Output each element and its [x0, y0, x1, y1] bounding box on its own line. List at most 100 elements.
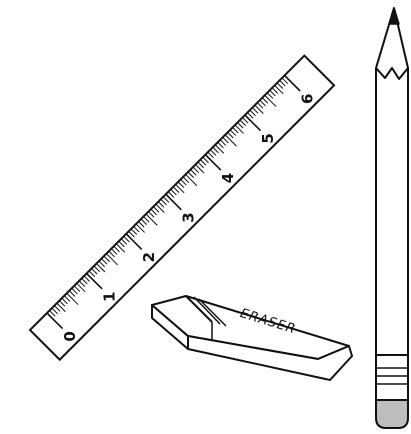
eraser-sleeve-line: [185, 295, 213, 323]
ruler-tick: [177, 181, 185, 188]
ruler-tick: [76, 282, 86, 293]
eraser: ERASER: [151, 295, 353, 381]
ruler-tick: [133, 226, 140, 233]
ruler-tick: [138, 221, 145, 228]
ruler-tick: [66, 292, 79, 305]
ruler-tick: [160, 198, 167, 206]
ruler-tick: [153, 206, 160, 213]
ruler-tick: [101, 258, 108, 265]
ruler-number: 2: [140, 252, 158, 262]
ruler-tick: [123, 235, 130, 243]
ruler-tick: [200, 159, 207, 166]
ruler-tick: [180, 179, 187, 186]
ruler-tick: [190, 169, 197, 176]
ruler-tick: [195, 164, 205, 174]
ruler-tick: [73, 285, 81, 292]
ruler-tick: [61, 297, 68, 305]
ruler-tick: [86, 272, 103, 290]
ruler-tick: [207, 151, 214, 159]
ruler-tick: [172, 186, 180, 193]
ruler-tick: [140, 218, 148, 225]
ruler-tick: [261, 97, 269, 104]
ruler-tick: [157, 201, 165, 208]
pencil-eraser-cap: [375, 399, 409, 429]
pencil-ferrule: [375, 354, 409, 401]
ruler-tick: [170, 188, 177, 196]
ruler-tick: [46, 312, 64, 330]
ruler-tick: [249, 109, 256, 117]
ruler-tick: [229, 129, 237, 136]
ruler-tick: [266, 92, 274, 99]
ruler-tick: [162, 196, 170, 203]
ruler-tick: [120, 238, 128, 245]
ruler-tick: [222, 136, 229, 144]
ruler-tick: [252, 107, 259, 114]
ruler-tick: [51, 307, 58, 315]
ruler-tick: [88, 270, 96, 277]
ruler-tick: [118, 240, 125, 248]
ruler-tick: [197, 161, 204, 169]
ruler-tick: [204, 154, 222, 171]
ruler-tick: [276, 82, 284, 89]
ruler-tick: [130, 228, 138, 235]
ruler-tick: [242, 117, 249, 124]
ruler-tick: [209, 149, 217, 156]
ruler-tick: [115, 243, 126, 253]
ruler-body: [28, 54, 336, 362]
ruler-tick: [63, 295, 71, 302]
ruler-tick: [264, 94, 277, 107]
ruler-number: 3: [180, 212, 198, 222]
ruler-tick: [106, 253, 119, 266]
ruler-tick: [224, 134, 237, 147]
ruler-tick: [279, 80, 286, 87]
ruler-tick: [54, 305, 61, 312]
ruler-tick: [256, 102, 264, 109]
ruler-tick: [175, 183, 185, 194]
ruler-tick: [217, 141, 224, 149]
ruler-tick: [182, 176, 190, 183]
ruler-tick: [78, 280, 86, 287]
ruler-tick: [212, 146, 219, 154]
ruler-tick: [202, 156, 209, 164]
ruler-tick: [83, 275, 91, 282]
ruler-tick: [185, 174, 198, 187]
ruler-number: 4: [219, 173, 237, 183]
ruler-tick: [244, 114, 262, 132]
ruler-tick: [103, 255, 110, 263]
ruler-tick: [49, 310, 56, 317]
eraser-front-face: [187, 335, 353, 381]
ruler-tick: [143, 216, 150, 223]
ruler-tick: [58, 300, 66, 307]
ruler-tick: [281, 77, 289, 84]
ruler-number: 0: [61, 331, 79, 341]
ruler-tick: [247, 112, 254, 119]
ruler-tick: [239, 119, 247, 126]
ruler-tick: [71, 287, 78, 295]
ruler-number: 6: [298, 94, 316, 104]
ruler-tick: [269, 89, 276, 97]
ruler-tick: [187, 171, 195, 178]
ruler-tick: [232, 127, 239, 134]
ruler-tick: [192, 166, 199, 174]
pencil: [375, 7, 409, 429]
ruler-tick: [135, 223, 145, 233]
ruler-tick: [110, 248, 118, 255]
ruler-tick: [271, 87, 279, 94]
ruler-tick: [214, 144, 225, 154]
ruler-tick: [254, 104, 264, 114]
ruler-tick: [96, 263, 106, 273]
ruler-tick: [234, 124, 244, 134]
ruler-tick: [125, 233, 143, 250]
ruler-tick: [81, 278, 88, 285]
ruler-tick: [108, 250, 115, 258]
ruler-ticks: [46, 74, 301, 330]
ruler-tick: [98, 260, 105, 268]
ruler-tick: [148, 211, 155, 218]
ruler-tick: [113, 245, 120, 253]
ruler-tick: [150, 208, 157, 216]
ruler-tick: [219, 139, 227, 146]
ruler-tick: [227, 132, 234, 139]
